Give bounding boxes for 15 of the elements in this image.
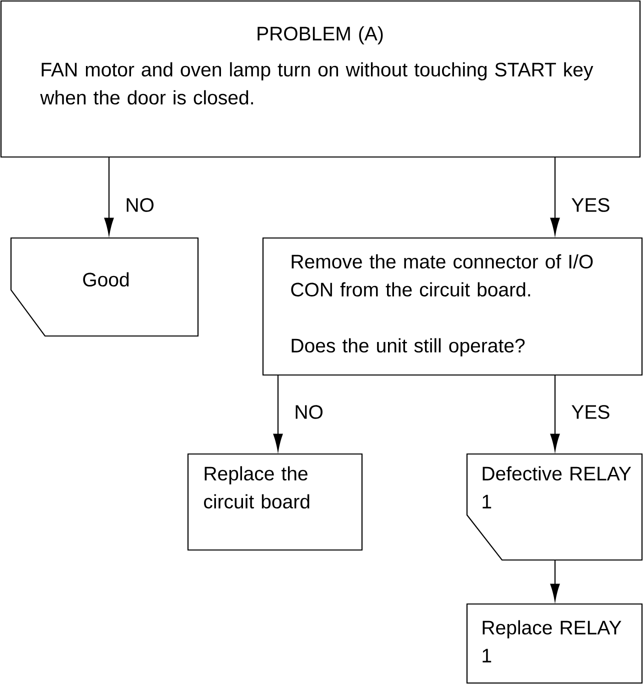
process-box: Replace RELAY 1 — [466, 603, 643, 684]
process-box: Replace the circuit board — [187, 453, 363, 551]
arrow — [273, 375, 283, 451]
process-box: Remove the mate connector of I/O CON from the circuit board. Does the unit still operate? — [262, 237, 643, 376]
edge-label: YES — [572, 405, 610, 419]
edge-label: NO — [296, 405, 322, 419]
edge-label: NO — [126, 198, 154, 212]
arrow — [550, 560, 560, 601]
result-box: Defective RELAY 1 — [466, 453, 643, 561]
result-box: Good — [10, 237, 199, 337]
problem-box: PROBLEM (A) FAN motor and oven lamp turn on without touching START key when the door is closed. — [0, 0, 641, 158]
arrow — [550, 375, 560, 451]
arrow — [550, 157, 560, 235]
arrow — [104, 157, 114, 235]
edge-label: YES — [572, 198, 610, 212]
